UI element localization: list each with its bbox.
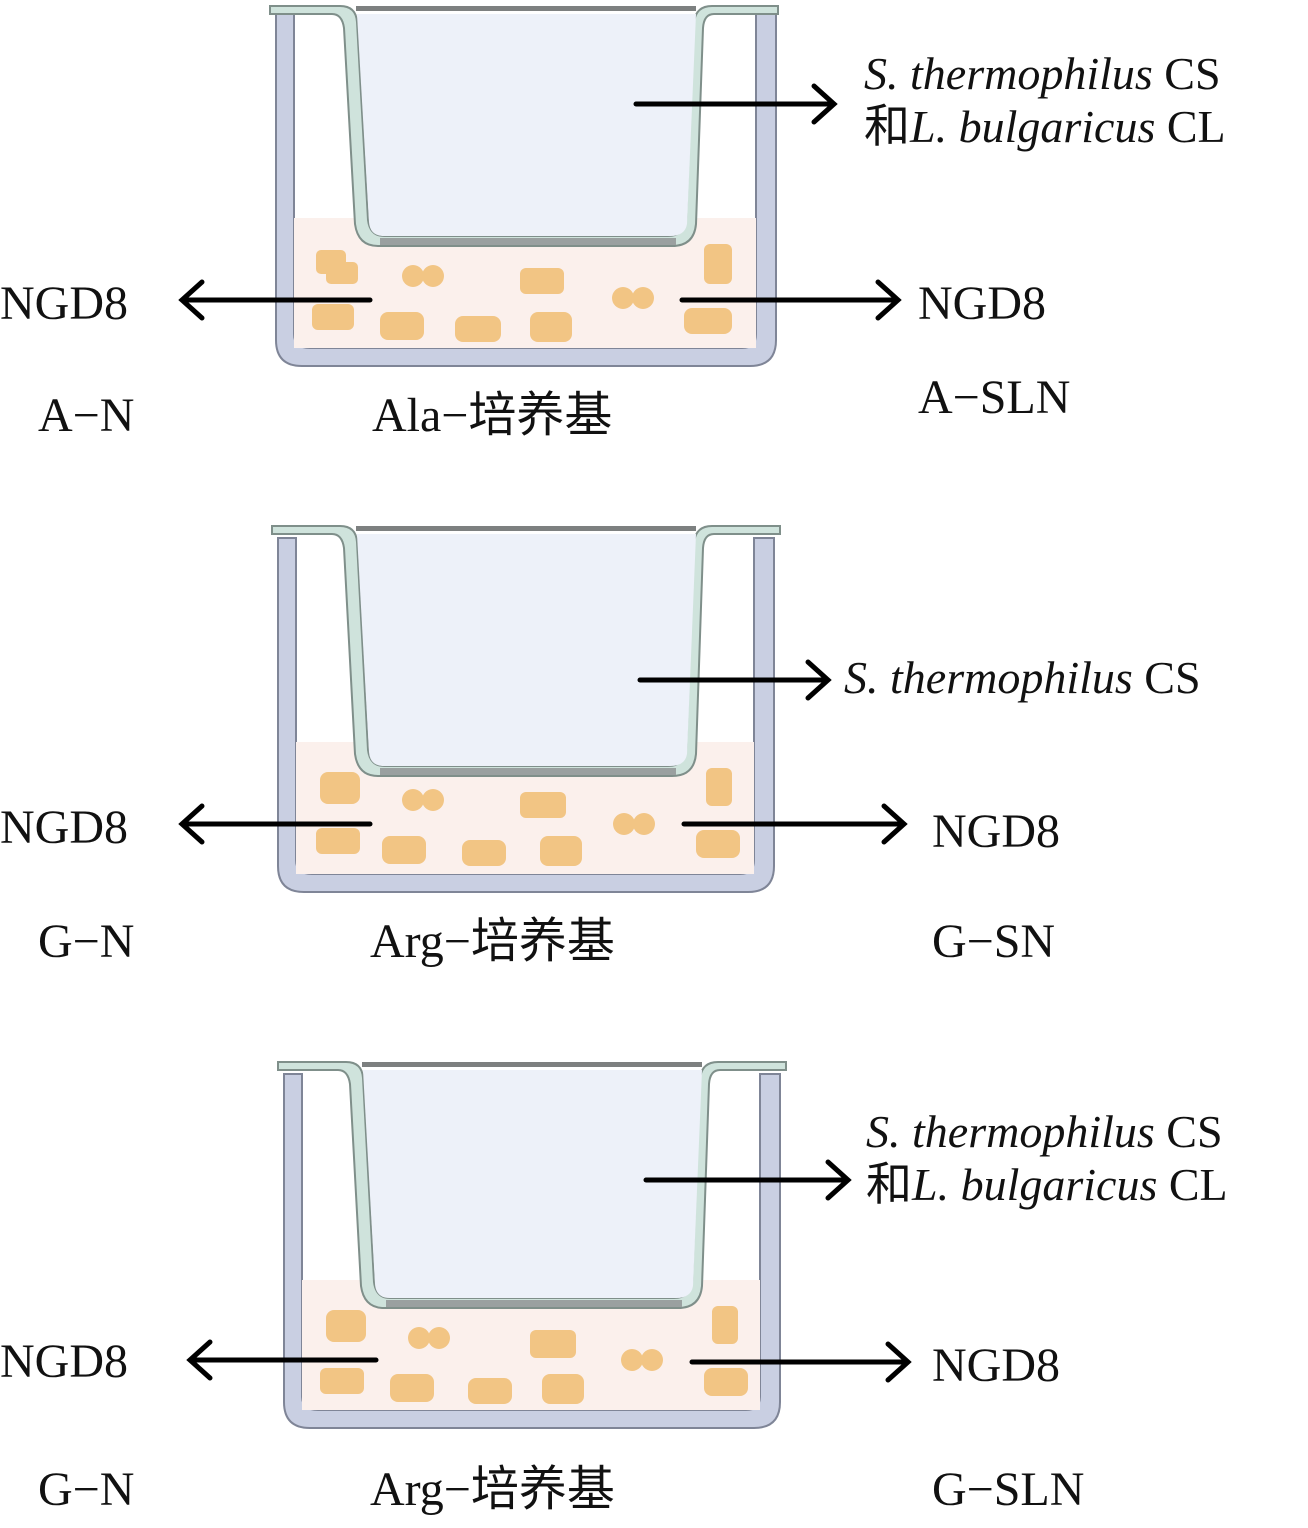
right-target-label: NGD8 <box>932 805 1060 858</box>
right-target-label: NGD8 <box>932 1339 1060 1392</box>
left-target-label: NGD8 <box>0 801 128 854</box>
insert <box>277 1061 787 1309</box>
left-group-label: A−N <box>38 389 135 442</box>
insert <box>271 525 781 777</box>
arrows <box>186 1159 912 1383</box>
right-target-label: NGD8 <box>918 277 1046 330</box>
left-target-label: NGD8 <box>0 1335 128 1388</box>
cells <box>312 244 732 342</box>
left-group-label: G−N <box>38 1463 135 1516</box>
right-group-label: G−SN <box>932 915 1056 968</box>
panel-arg-sln: S. thermophilus CS 和L. bulgaricus CL NGD… <box>0 1058 1308 1528</box>
transwell-diagram <box>178 5 902 367</box>
arrows <box>178 659 908 845</box>
right-group-label: A−SLN <box>918 371 1071 424</box>
transwell-diagram <box>178 525 908 893</box>
cells <box>320 1306 748 1404</box>
arrows <box>178 83 902 321</box>
left-target-label: NGD8 <box>0 277 128 330</box>
medium-label: Ala−培养基 <box>372 389 613 442</box>
medium-label: Arg−培养基 <box>370 1463 615 1516</box>
right-group-label: G−SLN <box>932 1463 1085 1516</box>
medium-label: Arg−培养基 <box>370 915 615 968</box>
insert-label: S. thermophilus CS 和L. bulgaricus CL <box>866 1106 1228 1210</box>
cells <box>316 768 740 866</box>
transwell-diagram <box>186 1061 912 1429</box>
insert-label: S. thermophilus CS <box>844 652 1201 703</box>
panel-ala-sln: S. thermophilus CS 和L. bulgaricus CL NGD… <box>0 0 1308 470</box>
insert-label: S. thermophilus CS 和L. bulgaricus CL <box>864 48 1226 152</box>
panel-arg-sn: S. thermophilus CS NGD8 NGD8 G−N Arg−培养基… <box>0 522 1308 992</box>
left-group-label: G−N <box>38 915 135 968</box>
insert <box>269 5 779 247</box>
